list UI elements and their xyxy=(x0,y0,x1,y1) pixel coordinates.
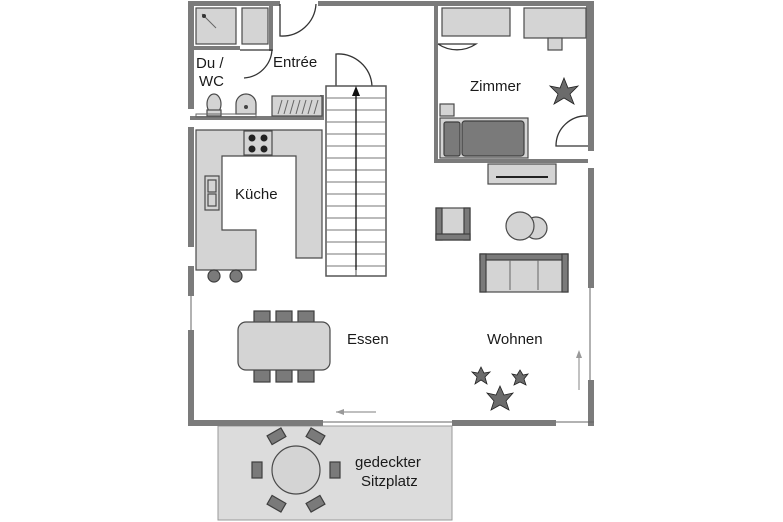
label-terrace-2: Sitzplatz xyxy=(361,473,418,490)
label-wohnen: Wohnen xyxy=(487,331,543,348)
plant-icon xyxy=(485,385,515,411)
arrow-icon xyxy=(352,86,360,96)
dining-table xyxy=(237,321,331,371)
sink-icon xyxy=(235,93,257,115)
doors xyxy=(240,3,589,147)
living-furniture xyxy=(435,207,569,293)
sliding-door-arrows xyxy=(336,350,582,415)
terrace-table xyxy=(251,427,341,513)
kitchen xyxy=(195,129,323,283)
label-zimmer: Zimmer xyxy=(470,78,521,95)
arrow-icon xyxy=(336,409,344,415)
zimmer-furniture xyxy=(439,7,587,185)
plant-icon xyxy=(511,369,529,386)
shower xyxy=(195,7,269,45)
wc-fixtures xyxy=(195,93,257,118)
label-terrace-1: gedeckter xyxy=(355,454,421,471)
plants xyxy=(470,76,580,411)
entree-cabinet xyxy=(271,95,323,117)
outer-walls xyxy=(188,1,594,426)
staircase xyxy=(325,85,387,277)
arrow-icon xyxy=(576,350,582,358)
plant-icon xyxy=(470,366,492,385)
label-entree: Entrée xyxy=(273,54,317,71)
label-kueche: Küche xyxy=(235,186,278,203)
stove-icon xyxy=(243,130,273,156)
label-du-wc-1: Du / xyxy=(196,55,224,72)
label-du-wc-2: WC xyxy=(199,73,224,90)
plant-icon xyxy=(548,76,580,105)
dining-set xyxy=(237,310,331,383)
label-essen: Essen xyxy=(347,331,389,348)
